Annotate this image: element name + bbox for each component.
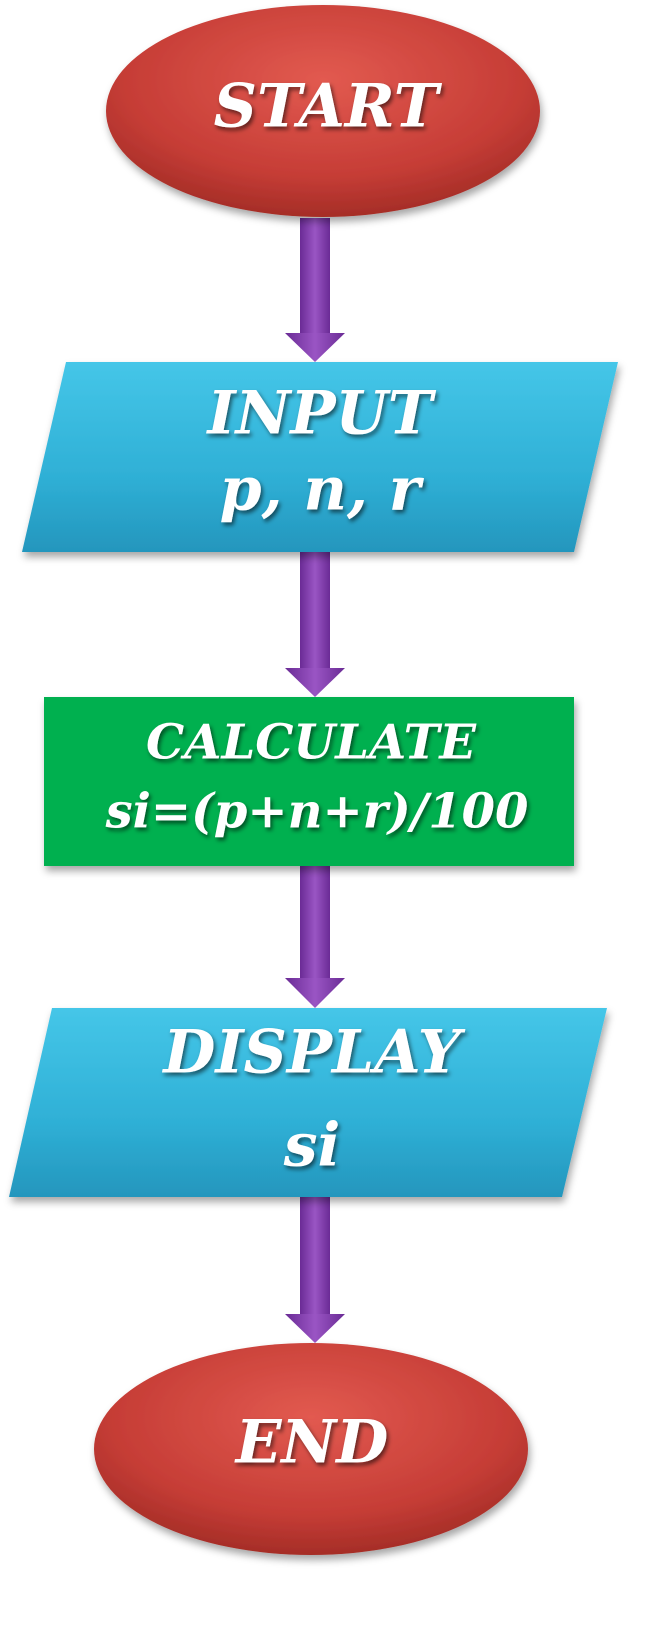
input-node: INPUT p, n, r [22,362,618,552]
display-vars: si [283,1111,341,1181]
display-title: DISPLAY [161,1018,465,1088]
end-node: END [94,1343,528,1555]
calculate-title: CALCULATE [146,715,477,771]
input-parallelogram [22,362,618,552]
input-vars: p, n, r [220,455,425,525]
start-ellipse [106,5,540,217]
start-node: START [106,5,540,217]
arrow-start-to-input [285,218,345,362]
input-title: INPUT [206,379,437,449]
calculate-formula: si=(p+n+r)/100 [105,784,529,840]
arrow-display-to-end [285,1197,345,1343]
calculate-node: CALCULATE si=(p+n+r)/100 [44,697,574,866]
start-label: START [214,72,443,142]
display-parallelogram [9,1008,607,1197]
display-node: DISPLAY si [9,1008,607,1197]
calculate-rectangle [44,697,574,866]
arrow-input-to-calculate [285,552,345,697]
end-label: END [234,1408,389,1478]
arrow-calculate-to-display [285,866,345,1008]
end-ellipse [94,1343,528,1555]
